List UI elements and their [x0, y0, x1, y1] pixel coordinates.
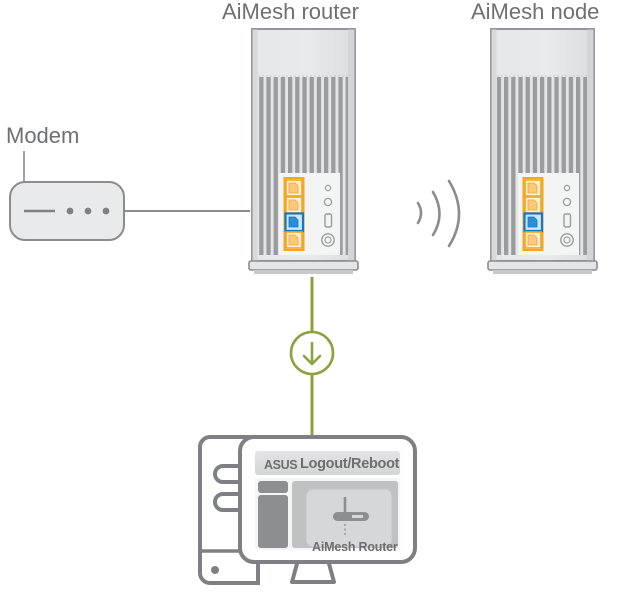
node-led-small-icon [563, 184, 571, 192]
aimesh-router-tile-label[interactable]: AiMesh Router [312, 540, 398, 554]
tower-drive-bay-2 [213, 492, 240, 512]
monitor-screen [255, 451, 400, 550]
router-usb-port-icon [324, 213, 333, 228]
router-port-group [283, 177, 305, 251]
node-base [487, 260, 598, 274]
modem-led-2 [84, 207, 92, 215]
node-control-group [560, 184, 574, 247]
aimesh-node-title: AiMesh node [471, 0, 600, 24]
monitor [238, 435, 417, 584]
node-port-lan-3 [524, 231, 542, 249]
aimesh-node-device [487, 28, 598, 274]
app-header-bar [255, 451, 400, 475]
tower-drive-bay-1 [213, 464, 240, 484]
router-control-group [321, 184, 335, 247]
sidebar-panel [258, 495, 288, 548]
node-port-lan-1 [524, 179, 542, 197]
node-power-jack-icon [560, 233, 574, 247]
router-port-lan-2 [285, 196, 303, 214]
node-port-wan [523, 212, 544, 233]
wifi-waves-icon [416, 179, 461, 248]
sidebar-tab [258, 481, 288, 493]
aimesh-router-device [248, 28, 359, 274]
aimesh-router-title: AiMesh router [222, 0, 359, 24]
router-base [248, 260, 359, 274]
router-device-icon [333, 497, 369, 535]
modem-led-1 [66, 207, 74, 215]
node-usb-port-icon [563, 213, 572, 228]
modem-title: Modem [6, 123, 80, 148]
tower-power-button [211, 566, 219, 574]
node-port-lan-2 [524, 196, 542, 214]
router-led-small-icon [324, 184, 332, 192]
modem-device [9, 181, 125, 241]
router-led-large-icon [323, 197, 333, 207]
node-led-large-icon [562, 197, 572, 207]
download-flow [289, 277, 335, 440]
router-port-lan-1 [285, 179, 303, 197]
router-port-wan [284, 212, 305, 233]
modem-led-3 [102, 207, 110, 215]
logout-reboot-button[interactable]: Logout/Reboot [300, 456, 400, 472]
download-arrow-icon [289, 330, 335, 376]
router-port-lan-3 [285, 231, 303, 249]
node-port-group [522, 177, 544, 251]
asus-brand-label: ASUS [264, 458, 298, 472]
router-power-jack-icon [321, 233, 335, 247]
